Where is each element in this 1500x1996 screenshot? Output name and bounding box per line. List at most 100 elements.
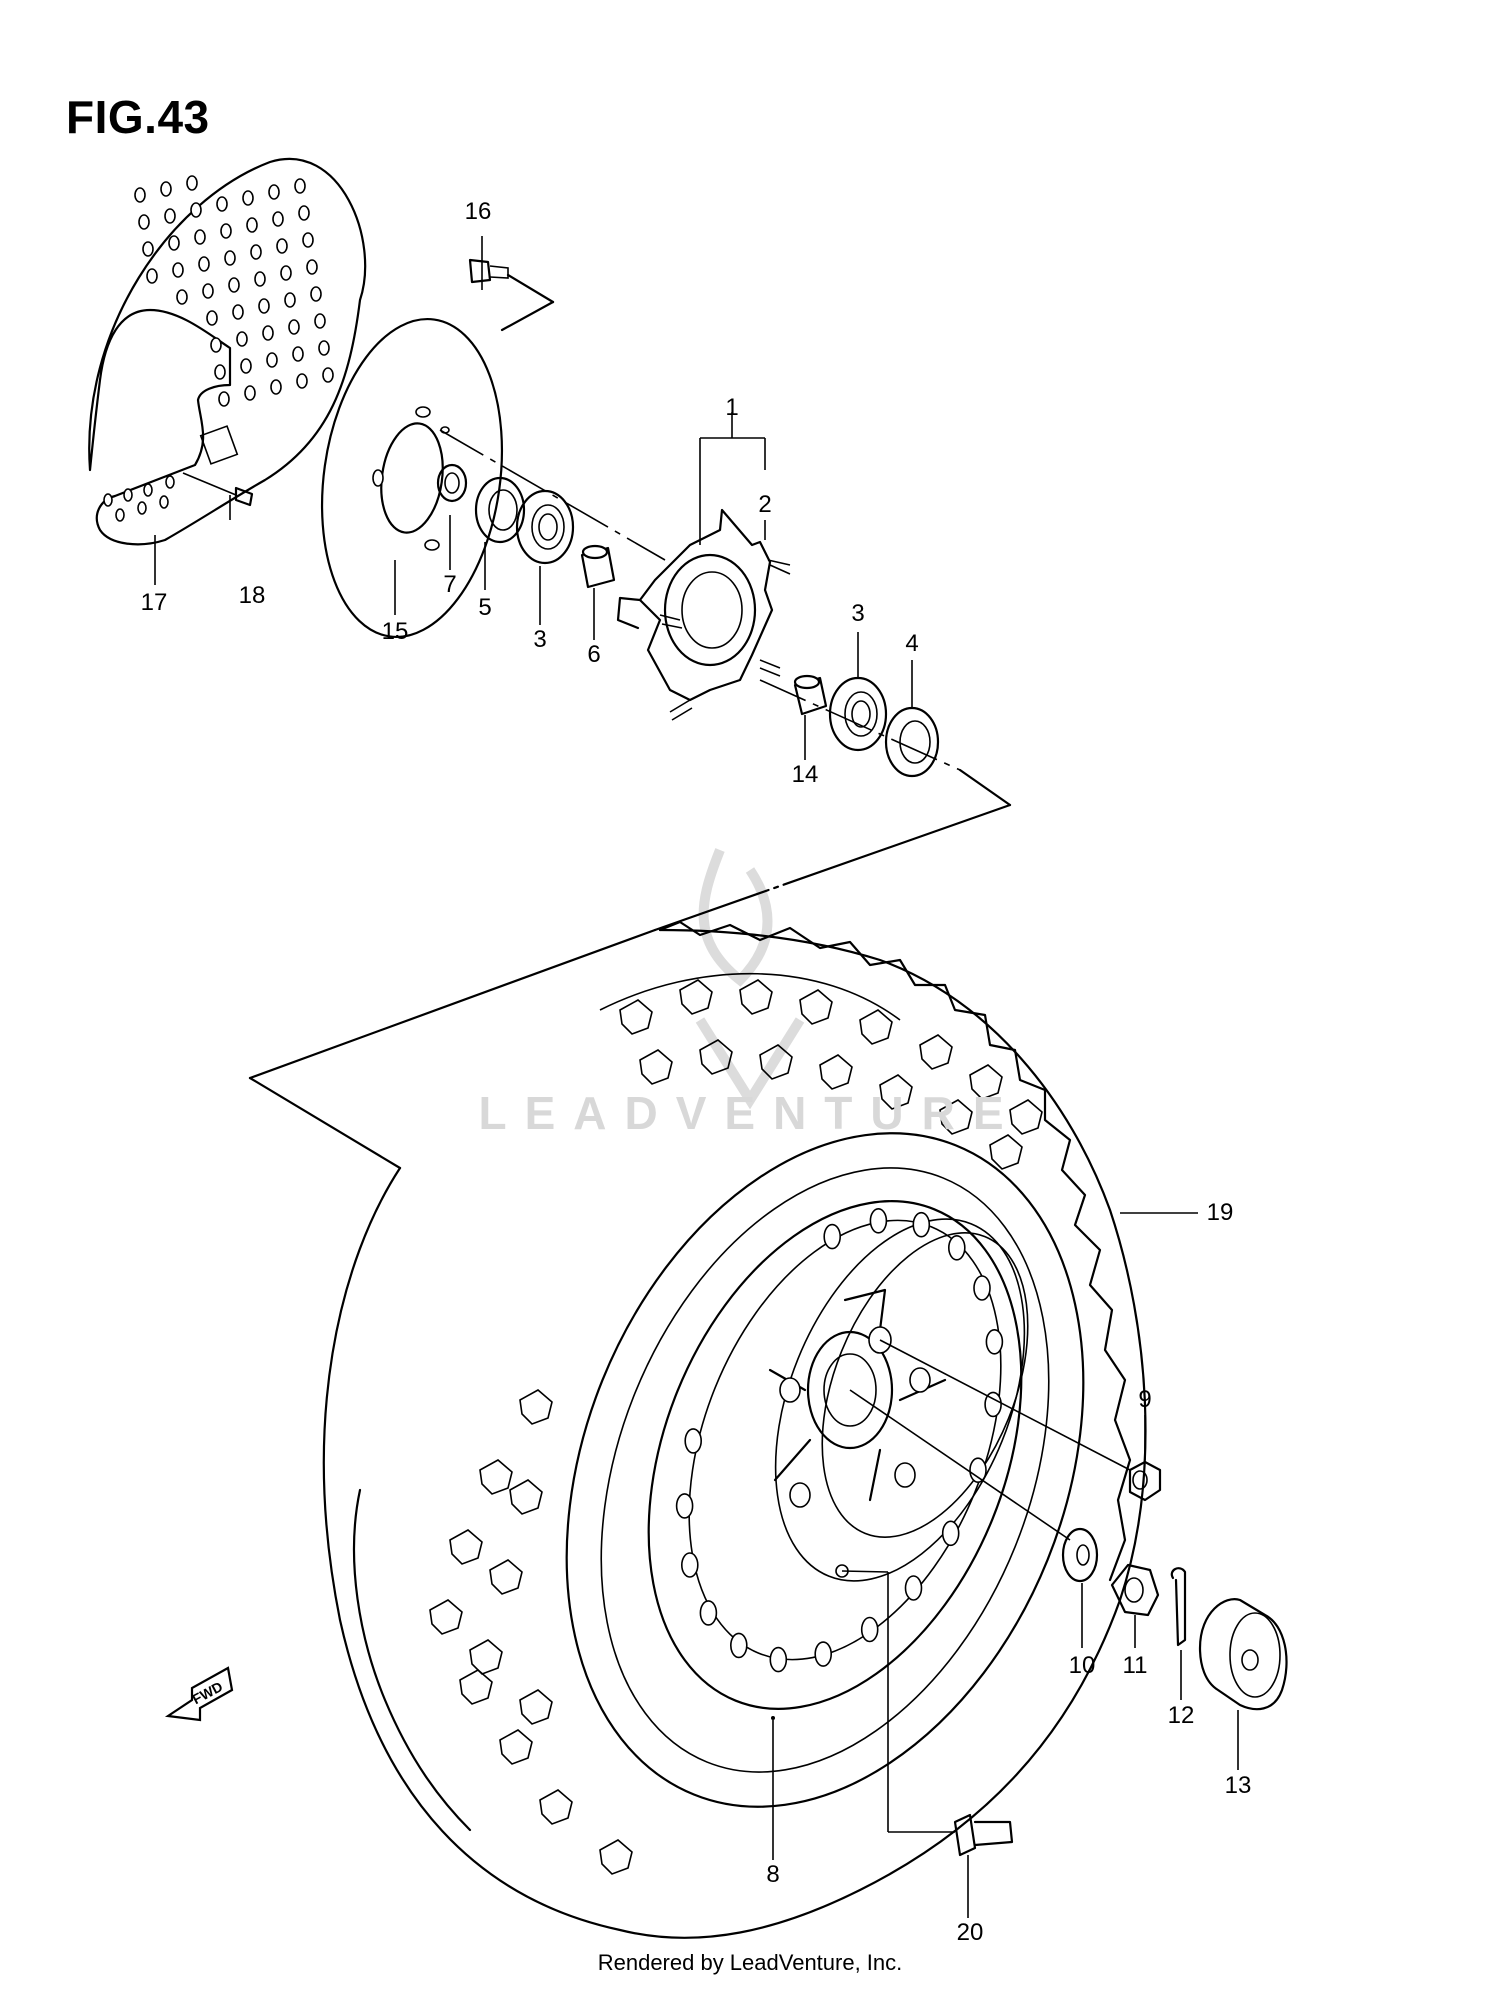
rim-hole — [860, 1616, 879, 1643]
callout-12: 12 — [1167, 1702, 1195, 1729]
tread-block — [639, 1049, 673, 1085]
rim-hole — [947, 1235, 966, 1261]
guard-hole — [302, 232, 314, 248]
guard-hole — [216, 196, 228, 212]
callout-1: 1 — [725, 394, 739, 421]
tread-block — [489, 1559, 523, 1595]
rim-hole — [984, 1391, 1002, 1418]
tread-block — [879, 1074, 913, 1110]
guard-hole — [292, 346, 304, 362]
tread-block — [819, 1054, 853, 1090]
tread-block — [599, 1839, 633, 1875]
callout-7: 7 — [443, 571, 457, 598]
callout-3-right: 3 — [851, 600, 865, 627]
guard-hole — [103, 493, 113, 507]
guard-hole — [165, 475, 175, 489]
seal-5 — [474, 476, 526, 544]
callout-8: 8 — [766, 1861, 780, 1888]
guard-hole — [143, 483, 153, 497]
guard-hole — [266, 352, 278, 368]
guard-hole — [168, 235, 180, 251]
watermark-logo — [695, 848, 805, 1110]
bearing-3-left — [515, 489, 575, 565]
rim-hole — [941, 1520, 960, 1547]
tread-block — [479, 1459, 513, 1495]
guard-hole — [164, 208, 176, 224]
tread-block — [459, 1669, 493, 1705]
guard-hole — [242, 190, 254, 206]
tread-block — [989, 1134, 1023, 1170]
guard-hole — [272, 211, 284, 227]
guard-hole — [198, 256, 210, 272]
guard-hole — [268, 184, 280, 200]
guard-hole — [232, 304, 244, 320]
tread-block — [499, 1729, 533, 1765]
tread-block — [469, 1639, 503, 1675]
tread-block — [939, 1099, 973, 1135]
guard-hole — [318, 340, 330, 356]
tread-block — [919, 1034, 953, 1070]
cotter-pin-12 — [1170, 1567, 1187, 1700]
guard-hole — [262, 325, 274, 341]
rim-hole — [814, 1641, 833, 1667]
guard-hole — [322, 367, 334, 383]
callout-18: 18 — [238, 582, 266, 609]
callout-11: 11 — [1122, 1652, 1148, 1679]
tread-block — [619, 999, 653, 1035]
callout-19: 19 — [1206, 1199, 1234, 1226]
spacer-6 — [580, 544, 616, 589]
guard-hole — [270, 379, 282, 395]
wheel-rim — [565, 1132, 1085, 1860]
guard-hole — [306, 259, 318, 275]
callout-4: 4 — [905, 630, 919, 657]
rim-hole — [675, 1493, 694, 1519]
tread-block — [449, 1529, 483, 1565]
rim-hole — [912, 1211, 931, 1238]
callout-15: 15 — [381, 618, 409, 645]
guard-hole — [134, 187, 146, 203]
guard-hole — [236, 331, 248, 347]
guard-hole — [176, 289, 188, 305]
guard-hole — [314, 313, 326, 329]
tread-block — [539, 1789, 573, 1825]
guard-hole — [123, 488, 133, 502]
guard-hole — [218, 391, 230, 407]
rim-hole — [904, 1575, 923, 1601]
guard-hole — [294, 178, 306, 194]
guard-hole — [146, 268, 158, 284]
tread-block — [969, 1064, 1003, 1100]
fwd-arrow-icon: FWD — [164, 1666, 234, 1722]
watermark-text: LEADVENTURE — [478, 1087, 1022, 1139]
guard-hole — [296, 373, 308, 389]
guard-hole — [298, 205, 310, 221]
rim-hole — [680, 1552, 699, 1578]
rim-hole — [823, 1223, 842, 1250]
tread-block — [859, 1009, 893, 1045]
guard-hole — [202, 283, 214, 299]
guard-hole — [214, 364, 226, 380]
callout-17: 17 — [140, 589, 168, 616]
guard-hole — [186, 175, 198, 191]
callout-5: 5 — [478, 594, 492, 621]
tire — [322, 920, 1198, 1939]
guard-hole — [206, 310, 218, 326]
guard-hole — [115, 508, 125, 522]
seal-4 — [884, 706, 940, 778]
guard-hole — [142, 241, 154, 257]
guard-hole — [254, 271, 266, 287]
guard-hole — [137, 501, 147, 515]
tread-block — [1009, 1099, 1043, 1135]
callout-9: 9 — [1138, 1386, 1152, 1413]
guard-hole — [246, 217, 258, 233]
rim-hole — [684, 1428, 703, 1454]
callout-14: 14 — [791, 761, 819, 788]
bolt-18 — [182, 472, 254, 507]
axis-lines-wheel — [841, 1339, 1131, 1833]
spacer-7 — [436, 463, 468, 503]
guard-hole — [159, 495, 169, 509]
guard-hole — [284, 292, 296, 308]
guard-hole — [250, 244, 262, 260]
guard-hole — [224, 250, 236, 266]
valve-20 — [953, 1813, 1014, 1918]
